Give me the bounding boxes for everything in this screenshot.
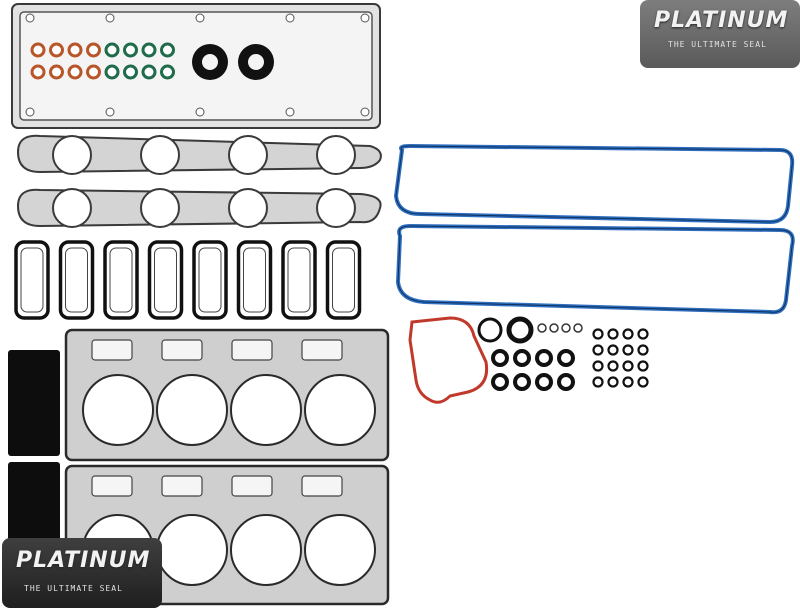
o-ring (491, 373, 509, 391)
tiny-seal (537, 323, 547, 333)
intake-manifold-gasket-lower (16, 188, 382, 228)
valve-stem-seal (49, 64, 64, 80)
tiny-seal (561, 323, 571, 333)
valve-stem-seals (30, 42, 175, 80)
port-seal-inner (243, 247, 266, 313)
water-pump-gasket (408, 316, 489, 404)
o-ring (592, 344, 604, 356)
brand-tagline: THE ULTIMATE SEAL (668, 40, 767, 49)
o-ring (592, 376, 604, 388)
valve-stem-seal (30, 64, 46, 80)
valve-stem-seal (104, 64, 120, 80)
brand-tagline: THE ULTIMATE SEAL (24, 584, 123, 593)
valve-stem-seal (67, 42, 83, 58)
port-seal (236, 240, 273, 320)
port-seal-inner (332, 247, 355, 313)
port-seal-inner (65, 247, 88, 313)
head-gasket-upper (64, 328, 390, 462)
port-seal-inner (154, 247, 177, 313)
valve-stem-seal (104, 42, 120, 58)
o-ring (535, 373, 553, 391)
port-seal (58, 240, 95, 320)
valve-stem-seal (160, 42, 175, 58)
port-seal-inner (198, 247, 222, 313)
valve-cover-gasket-upper (393, 143, 795, 225)
valve-cover-gasket-lower (395, 223, 795, 315)
brand-name: PLATINUM (16, 548, 151, 573)
intake-port-seals (14, 240, 362, 320)
o-ring (622, 328, 634, 340)
o-ring (637, 344, 649, 356)
port-seal-inner (287, 247, 311, 313)
valve-stem-seal (86, 64, 101, 80)
valve-stem-seal (141, 42, 157, 58)
o-ring (513, 373, 531, 391)
o-ring (622, 376, 634, 388)
o-ring (607, 344, 619, 356)
large-o-rings (192, 44, 274, 80)
o-ring (592, 360, 604, 372)
o-ring (557, 373, 575, 391)
port-seal-inner (20, 247, 44, 313)
port-seal (103, 240, 139, 320)
valve-stem-seal (30, 42, 46, 58)
o-ring (637, 328, 649, 340)
o-ring (491, 349, 509, 367)
valve-stem-seal (141, 64, 157, 80)
port-seal (192, 240, 228, 320)
black-pads (8, 350, 60, 546)
o-ring (607, 360, 619, 372)
brand-watermark-bottom: PLATINUM THE ULTIMATE SEAL (2, 538, 162, 608)
o-ring (622, 344, 634, 356)
valve-stem-seal (160, 64, 175, 80)
tiny-seal (573, 323, 583, 333)
tiny-seal (549, 323, 559, 333)
o-ring (607, 376, 619, 388)
o-ring (622, 360, 634, 372)
brand-name: PLATINUM (654, 8, 789, 33)
o-ring (513, 349, 531, 367)
valve-stem-seal (86, 42, 101, 58)
small-o-ring-set (477, 316, 649, 391)
o-ring (506, 316, 534, 344)
o-ring (557, 349, 575, 367)
port-seal (281, 240, 317, 320)
valve-stem-seal (123, 64, 138, 80)
port-seal (325, 240, 362, 320)
valve-stem-seal (49, 42, 64, 58)
valve-stem-seal (67, 64, 83, 80)
brand-watermark-top: PLATINUM THE ULTIMATE SEAL (640, 0, 800, 68)
o-ring (592, 328, 604, 340)
o-ring (637, 376, 649, 388)
port-seal-inner (109, 247, 133, 313)
valve-stem-seal (123, 42, 138, 58)
port-seal (147, 240, 184, 320)
o-ring (607, 328, 619, 340)
o-ring (637, 360, 649, 372)
o-ring (535, 349, 553, 367)
o-ring (477, 317, 503, 343)
intake-manifold-gasket-upper (16, 134, 382, 175)
port-seal (14, 240, 50, 320)
